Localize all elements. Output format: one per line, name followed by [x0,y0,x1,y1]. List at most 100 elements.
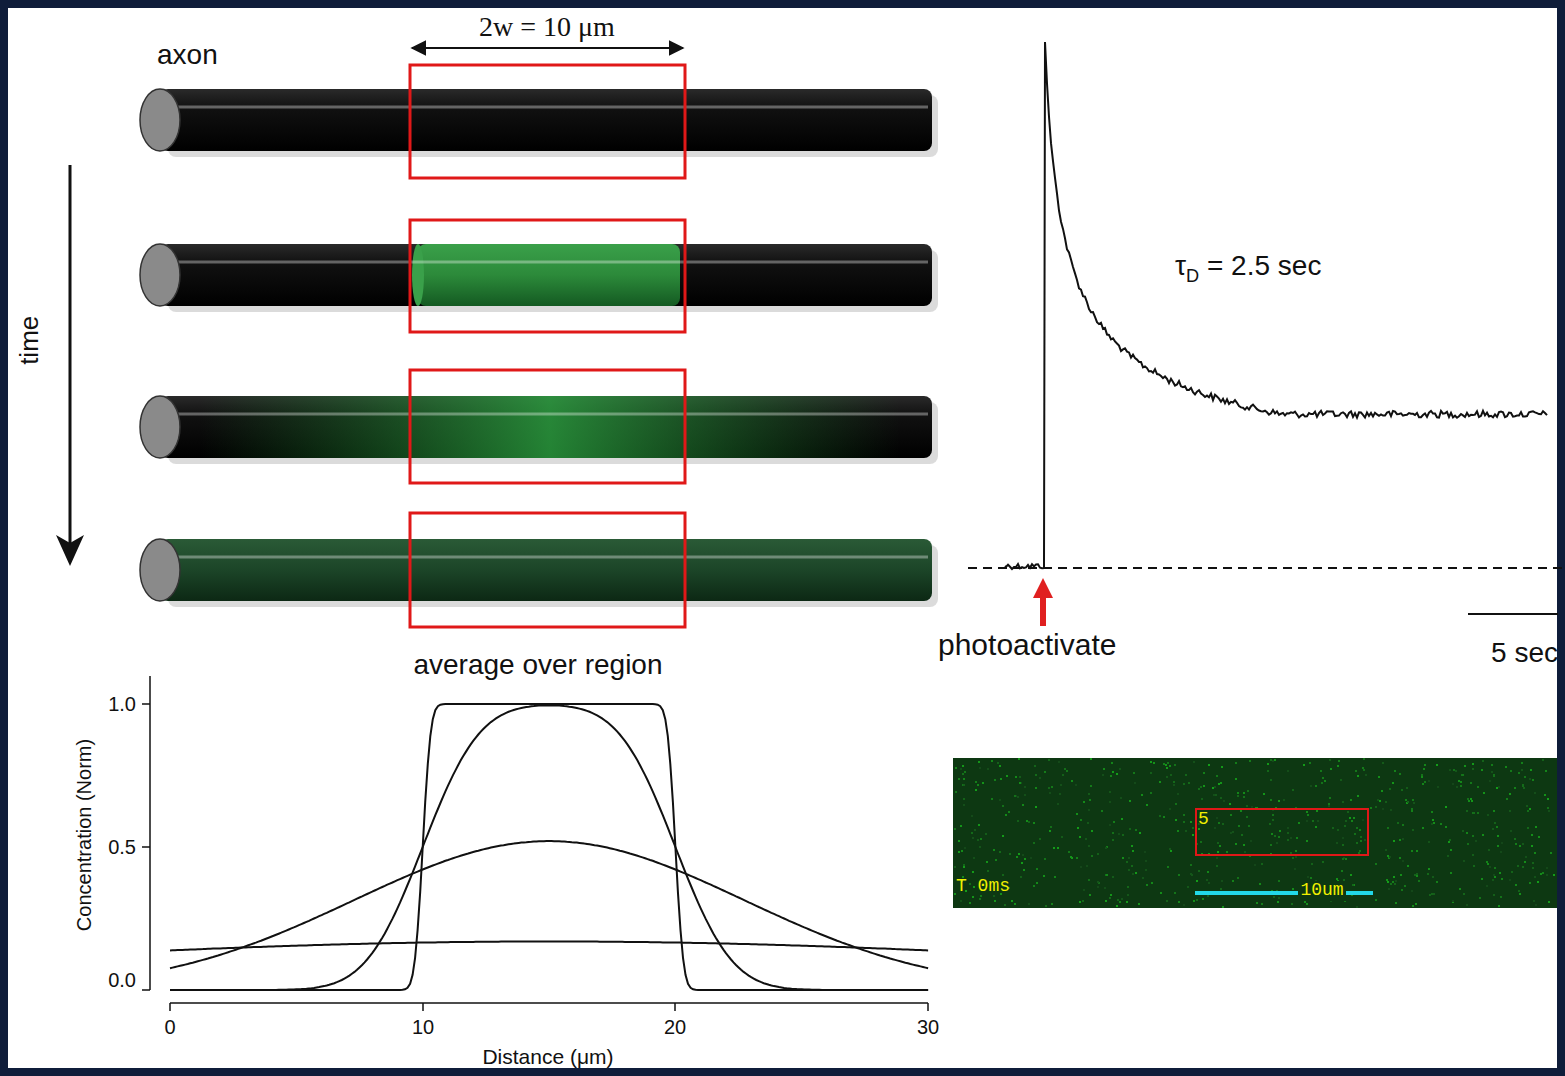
noise-pixel [1379,800,1381,802]
noise-pixel [1449,769,1451,771]
noise-pixel [1119,768,1121,770]
noise-pixel [1544,794,1546,796]
noise-pixel [1244,851,1246,853]
noise-pixel [1433,893,1435,895]
noise-pixel [1414,874,1416,876]
noise-pixel [979,846,981,848]
noise-pixel [1222,823,1224,825]
noise-pixel [1428,868,1430,870]
noise-pixel [1248,825,1250,827]
noise-pixel [1175,803,1177,805]
noise-pixel [1407,865,1409,867]
noise-pixel [1342,837,1344,839]
noise-pixel [1535,826,1537,828]
noise-pixel [1022,854,1024,856]
noise-pixel [1004,904,1006,906]
noise-pixel [1382,762,1384,764]
noise-pixel [1321,782,1323,784]
noise-pixel [1196,880,1198,882]
noise-pixel [1527,827,1529,829]
noise-pixel [1261,863,1263,865]
noise-pixel [1415,903,1417,905]
noise-pixel [1307,814,1309,816]
noise-pixel [1146,884,1148,886]
noise-pixel [1340,779,1342,781]
noise-pixel [1261,903,1263,905]
noise-pixel [1394,770,1396,772]
noise-pixel [1273,896,1275,898]
noise-pixel [1535,904,1537,906]
noise-pixel [997,762,999,764]
noise-pixel [1117,899,1119,901]
noise-pixel [969,902,971,904]
noise-pixel [1061,836,1063,838]
noise-pixel [1159,781,1161,783]
noise-pixel [1532,867,1534,869]
noise-pixel [1492,828,1494,830]
noise-pixel [960,900,962,902]
noise-pixel [985,833,987,835]
noise-pixel [1412,799,1414,801]
noise-pixel [1519,845,1521,847]
noise-pixel [1109,801,1111,803]
fluorescence-trace [1005,42,1547,569]
noise-pixel [1546,874,1548,876]
noise-pixel [1404,885,1406,887]
noise-pixel [963,864,965,866]
noise-pixel [1062,774,1064,776]
noise-pixel [1450,872,1452,874]
noise-pixel [1422,783,1424,785]
noise-pixel [1153,762,1155,764]
noise-pixel [1026,820,1028,822]
noise-pixel [1066,770,1068,772]
noise-pixel [1553,874,1555,876]
noise-pixel [1220,888,1222,890]
noise-pixel [1287,770,1289,772]
noise-pixel [1341,870,1343,872]
noise-pixel [1221,880,1223,882]
noise-pixel [1190,864,1192,866]
noise-pixel [1445,806,1447,808]
noise-pixel [1216,775,1218,777]
noise-pixel [1522,784,1524,786]
noise-pixel [1223,800,1225,802]
noise-pixel [999,851,1001,853]
noise-pixel [1173,784,1175,786]
noise-pixel [1217,851,1219,853]
noise-pixel [1531,834,1533,836]
noise-pixel [1121,898,1123,900]
noise-pixel [1200,786,1202,788]
noise-pixel [1087,822,1089,824]
noise-pixel [1177,793,1179,795]
noise-pixel [1350,874,1352,876]
noise-pixel [1202,898,1204,900]
noise-pixel [1472,763,1474,765]
noise-pixel [1080,866,1082,868]
noise-pixel [1105,847,1107,849]
noise-pixel [1519,893,1521,895]
noise-pixel [1110,894,1112,896]
noise-pixel [1533,900,1535,902]
noise-pixel [1499,872,1501,874]
tick-label: 1.0 [108,693,136,715]
noise-pixel [1525,856,1527,858]
noise-pixel [1472,835,1474,837]
noise-pixel [1402,824,1404,826]
noise-pixel [1002,805,1004,807]
noise-pixel [1237,877,1239,879]
noise-pixel [1128,869,1130,871]
noise-pixel [1017,796,1019,798]
noise-pixel [1482,760,1484,762]
noise-pixel [1337,829,1339,831]
noise-pixel [1431,811,1433,813]
noise-pixel [1071,857,1073,859]
noise-pixel [1498,786,1500,788]
noise-pixel [1500,896,1502,898]
noise-pixel [1431,893,1433,895]
noise-pixel [973,857,975,859]
noise-pixel [1432,819,1434,821]
noise-pixel [1393,840,1395,842]
noise-pixel [1306,820,1308,822]
noise-pixel [1336,842,1338,844]
noise-pixel [1088,879,1090,881]
